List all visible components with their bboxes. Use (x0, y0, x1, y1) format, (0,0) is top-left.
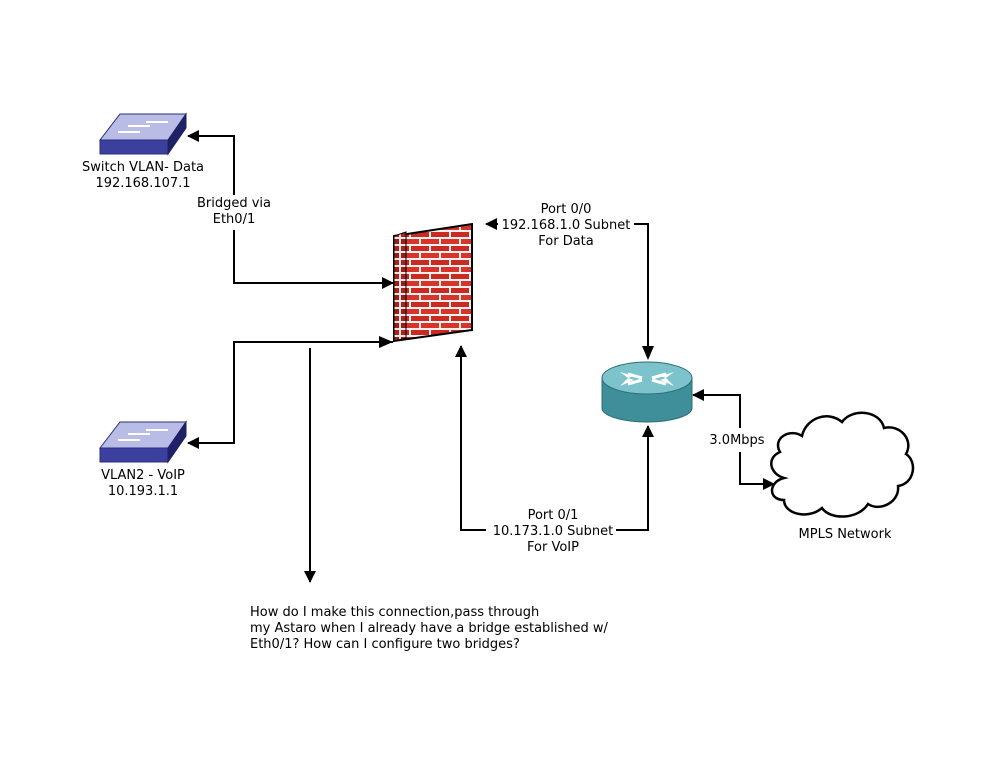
cloud-icon[interactable] (770, 411, 915, 518)
bridge-connector (187, 130, 394, 289)
question-line-2: my Astaro when I already have a bridge e… (250, 621, 608, 636)
switch-voip-icon[interactable] (98, 420, 187, 464)
router-icon[interactable] (601, 361, 693, 423)
switch-data-icon[interactable] (98, 112, 187, 156)
bridge-label-2: Eth0/1 (213, 212, 255, 227)
voip-connector (187, 336, 393, 449)
port01-label-2: 10.173.1.0 Subnet (493, 524, 614, 539)
wan-label: 3.0Mbps (709, 433, 764, 448)
switch-voip-ip: 10.193.1.1 (108, 484, 178, 499)
switch-data-ip: 192.168.107.1 (95, 176, 190, 191)
port01-connector (455, 345, 654, 531)
question-line-1: How do I make this connection,pass throu… (250, 605, 540, 620)
port00-connector (485, 218, 654, 360)
port00-label-2: 192.168.1.0 Subnet (502, 218, 631, 233)
switch-data-name: Switch VLAN- Data (82, 160, 204, 175)
question-line-3: Eth0/1? How can I configure two bridges? (250, 637, 520, 652)
bridge-label-1: Bridged via (197, 196, 271, 211)
firewall-icon[interactable] (393, 222, 473, 343)
switch-voip-name: VLAN2 - VoIP (101, 468, 185, 483)
port01-label-1: Port 0/1 (528, 508, 579, 523)
port00-label-1: Port 0/0 (541, 202, 592, 217)
mpls-name: MPLS Network (799, 527, 892, 542)
port00-label-3: For Data (538, 234, 594, 249)
port01-label-3: For VoIP (527, 540, 579, 555)
question-text: How do I make this connection,pass throu… (250, 605, 650, 653)
wan-connector (692, 389, 775, 490)
